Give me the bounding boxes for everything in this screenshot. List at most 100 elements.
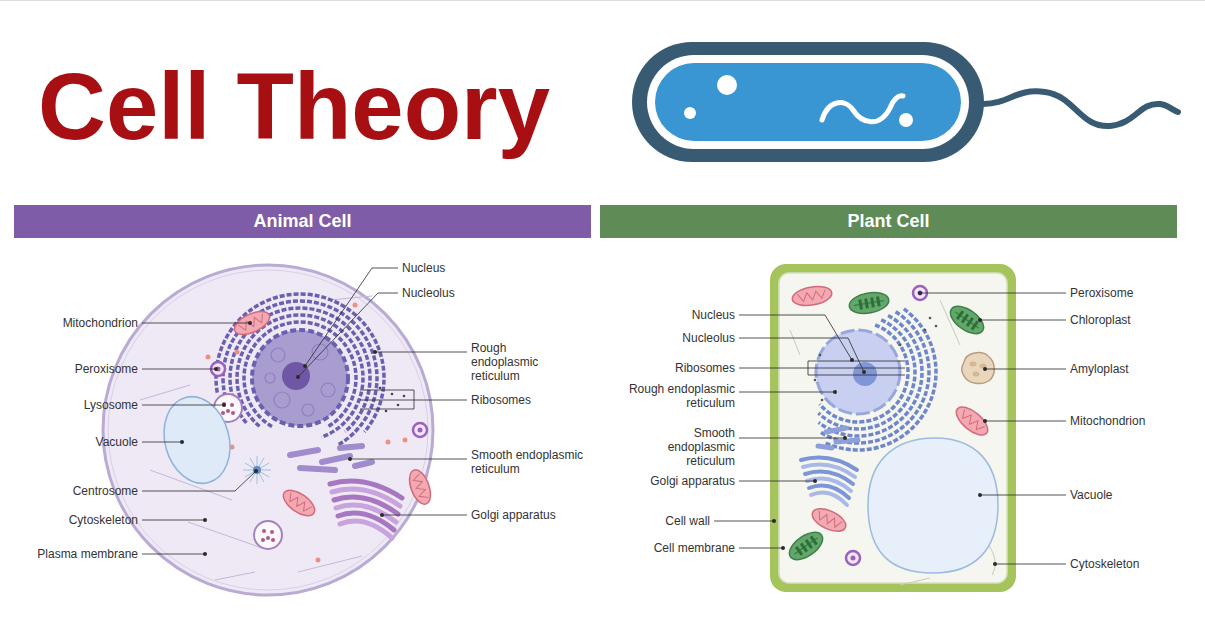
- vesicle: [206, 355, 211, 360]
- part-label: Mitochondrion: [63, 316, 138, 330]
- leader-dot: [843, 436, 847, 440]
- vesicle: [403, 438, 408, 443]
- mitochondrion: [952, 402, 993, 440]
- section-title: Animal Cell: [253, 211, 351, 232]
- leader-line: [739, 368, 808, 369]
- vesicle: [386, 440, 391, 445]
- golgi-cisterna: [340, 521, 392, 538]
- part-label: Golgi apparatus: [650, 474, 735, 488]
- lysosome-enzyme: [261, 538, 265, 542]
- mitochondrion-body: [952, 402, 993, 440]
- cytoskeleton-fiber: [298, 556, 362, 572]
- mitochondrion-crista: [816, 511, 842, 529]
- lysosome: [254, 521, 282, 549]
- smooth-er-tubule: [300, 468, 335, 470]
- bacterium-body: [655, 63, 961, 141]
- vesicle: [316, 558, 321, 563]
- chloroplast-granum: [795, 546, 803, 556]
- bacterium-granule: [717, 75, 737, 95]
- cell-wall: [770, 264, 1016, 592]
- peroxisome: [413, 423, 427, 437]
- leader-dot: [983, 367, 987, 371]
- leader-line: [739, 392, 835, 393]
- chloroplast-granum: [864, 298, 869, 308]
- section-title: Plant Cell: [847, 211, 929, 232]
- starch-grain: [970, 362, 977, 367]
- part-label: Centrosome: [73, 484, 138, 498]
- leader-dot: [203, 518, 207, 522]
- part-label: Ribosomes: [471, 393, 531, 407]
- peroxisome-core: [851, 556, 856, 561]
- lysosome-enzyme: [262, 529, 266, 533]
- ribosome: [397, 404, 400, 407]
- leader-line: [142, 554, 205, 555]
- chloroplast-body: [785, 527, 828, 565]
- mitochondrion-crista: [798, 290, 827, 303]
- peroxisome-core: [418, 428, 423, 433]
- flagellum: [983, 91, 1178, 126]
- mitochondrion: [791, 284, 834, 309]
- chromatin: [271, 348, 285, 362]
- mitochondrion-crista: [959, 409, 985, 432]
- amyloplast: [962, 353, 995, 384]
- leader-dot: [214, 367, 218, 371]
- leader-dot: [918, 291, 922, 295]
- leader-dot: [983, 419, 987, 423]
- leader-line: [985, 421, 1066, 422]
- leader-dot: [180, 440, 184, 444]
- leader-dot: [813, 479, 817, 483]
- part-label: Rough endoplasmic reticulum: [605, 382, 735, 410]
- part-label: Plasma membrane: [37, 547, 138, 561]
- ribosome: [819, 354, 822, 357]
- vacuole: [155, 389, 240, 491]
- bacterium-illustration: [632, 42, 1178, 162]
- leader-line: [142, 520, 205, 521]
- lysosome-enzyme: [266, 536, 270, 540]
- leader-line: [142, 442, 182, 443]
- peroxisome: [846, 551, 860, 565]
- smooth-er-tubule: [355, 462, 372, 466]
- leader-line: [714, 521, 774, 522]
- nucleus: [816, 330, 900, 414]
- chloroplast-body: [946, 301, 989, 339]
- smooth-er-tubule: [818, 446, 832, 448]
- part-label: Cytoskeleton: [69, 513, 138, 527]
- ribosome: [821, 399, 824, 402]
- bacterium-dna: [822, 96, 903, 122]
- ribosome: [924, 329, 927, 332]
- part-label: Rough endoplasmic reticulum: [471, 341, 543, 383]
- vesicle: [353, 303, 358, 308]
- leader-dot: [222, 403, 226, 407]
- lysosome-enzyme: [221, 411, 225, 415]
- chloroplast-granum: [966, 317, 974, 327]
- leader-dot: [862, 370, 866, 374]
- lysosome-enzyme: [222, 402, 226, 406]
- leader-line: [305, 268, 398, 366]
- smooth-er-tubule: [340, 446, 362, 448]
- chloroplast-granum: [858, 299, 863, 309]
- smooth-er-tubule: [322, 456, 350, 462]
- chloroplast: [785, 527, 828, 565]
- part-label: Cell wall: [665, 514, 710, 528]
- lysosome-enzyme: [271, 538, 275, 542]
- mitochondrion-body: [279, 485, 319, 520]
- smooth-er-tubule: [826, 428, 846, 432]
- ribosome: [935, 325, 938, 328]
- leader-dot: [781, 546, 785, 550]
- chloroplast-granum: [805, 539, 813, 549]
- mitochondrion: [279, 485, 319, 520]
- golgi-cisterna: [811, 493, 847, 505]
- chloroplast-granum: [876, 296, 881, 306]
- part-label: Smooth endoplasmic reticulum: [471, 448, 596, 476]
- plasma-membrane: [103, 265, 433, 595]
- ribosome: [899, 344, 902, 347]
- leader-dot: [373, 350, 377, 354]
- leader-bracket: [808, 361, 905, 375]
- ribosome: [929, 317, 932, 320]
- part-label: Nucleolus: [682, 331, 735, 345]
- mitochondrion: [405, 467, 434, 507]
- leader-line: [298, 293, 398, 377]
- mitochondrion-body: [405, 467, 434, 507]
- chloroplast-granum: [870, 297, 875, 307]
- leader-line: [995, 564, 1066, 565]
